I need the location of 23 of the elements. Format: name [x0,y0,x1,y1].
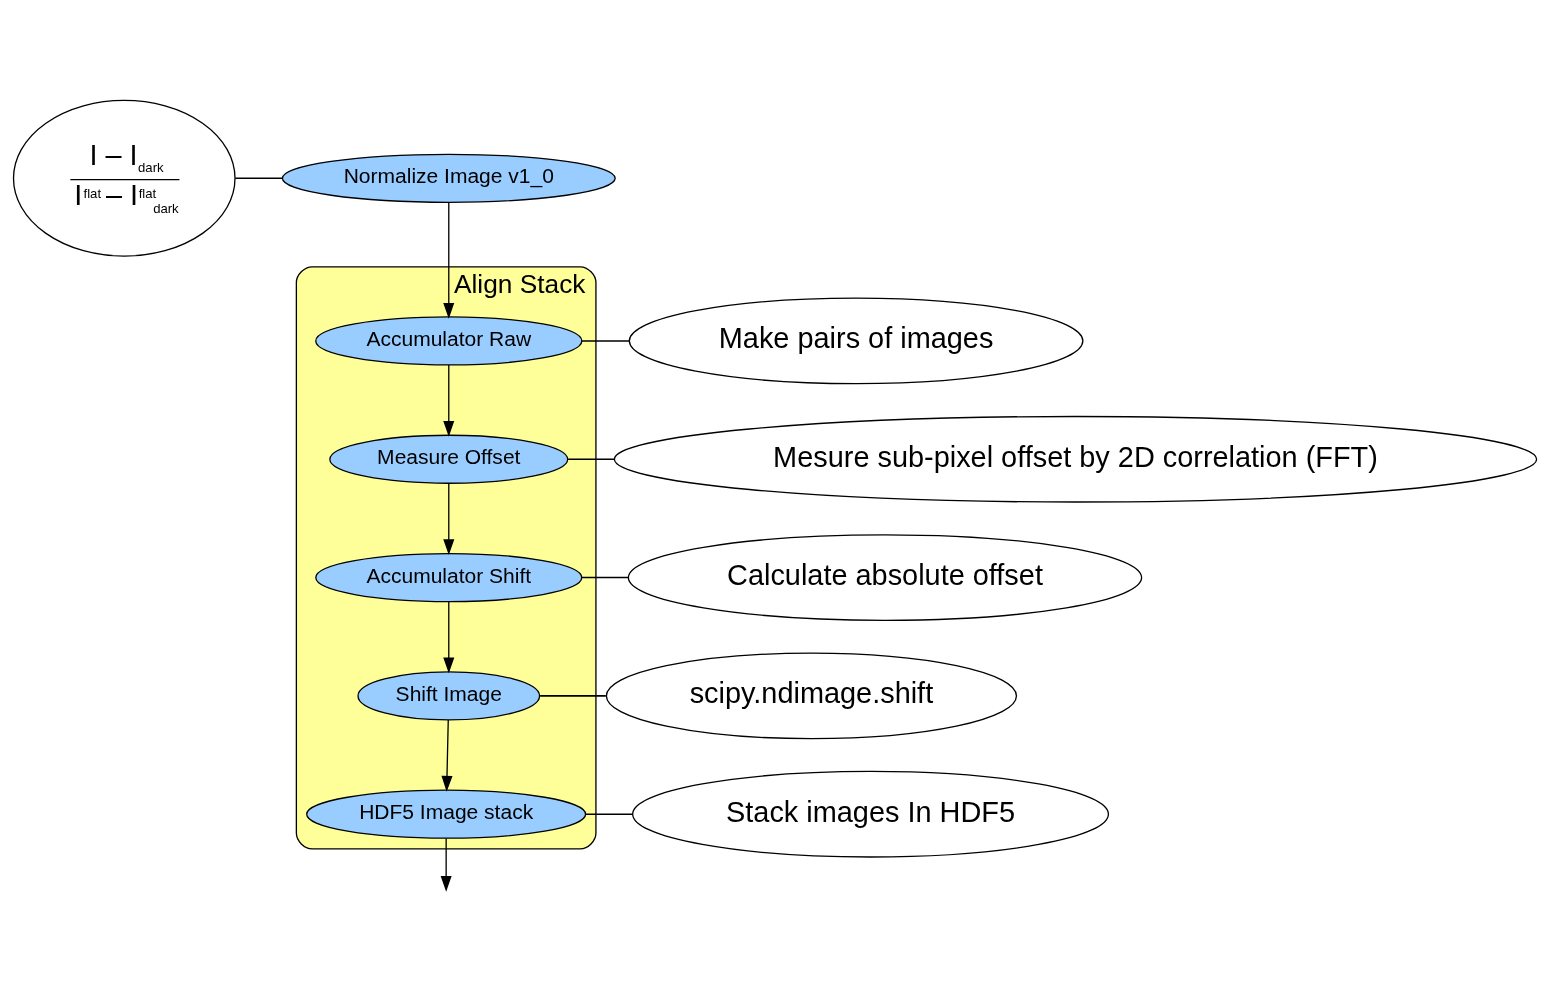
arrow [443,601,455,674]
node-ellipse: Normalize Image v1_0 [281,153,616,203]
connector [580,576,630,579]
node-ellipse: HDF5 Image stack [306,789,587,839]
node-ellipse: scipy.ndimage.shift [605,652,1018,740]
node-ellipse: Calculate absolute offset [627,534,1143,621]
node-ellipse: Accumulator Raw [315,316,583,366]
connector [539,695,607,697]
node-ellipse: Measure Offset [329,434,569,484]
arrow [440,837,452,892]
node-ellipse: Accumulator Shift [315,552,583,603]
arrow [443,201,455,319]
arrow [443,364,455,437]
connector [567,458,615,461]
connector [234,177,284,180]
connector [581,340,630,342]
arrow [443,482,455,556]
arrow [441,719,453,792]
node-ellipse: Mesure sub-pixel offset by 2D correlation (FFT) [613,415,1538,503]
connector [585,813,634,815]
node-ellipse: Stack images In HDF5 [632,770,1110,858]
node-ellipse: Shift Image [357,671,541,721]
node-ellipse: Make pairs of images [628,297,1084,385]
